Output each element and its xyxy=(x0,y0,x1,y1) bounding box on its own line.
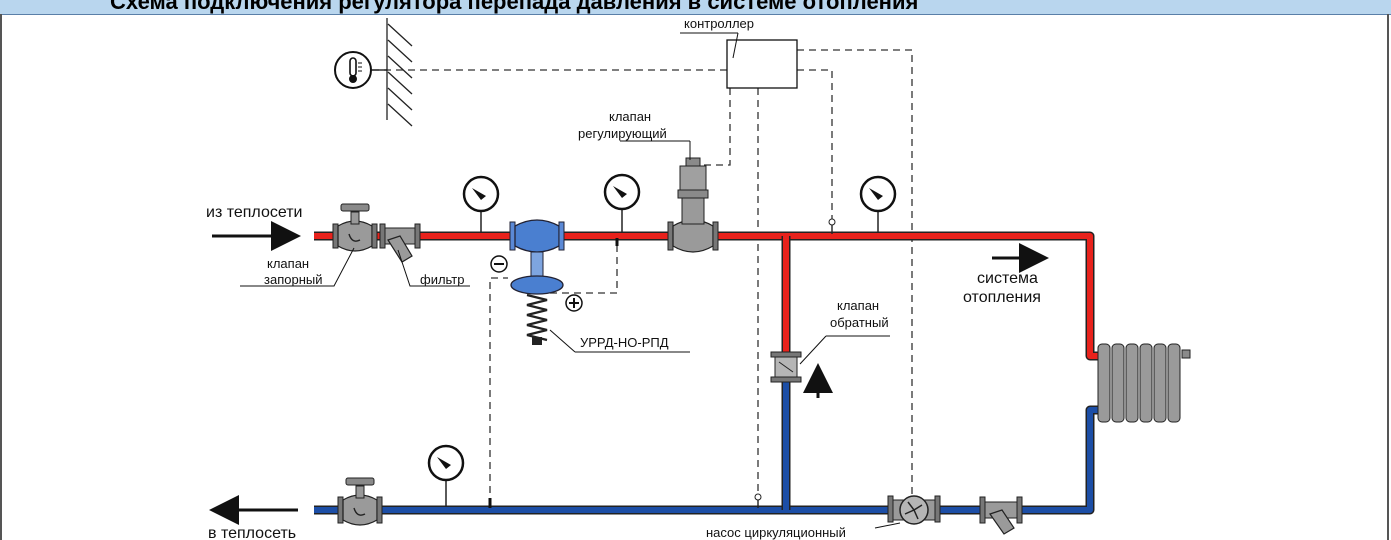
return-shutoff-valve xyxy=(337,477,383,526)
radiator xyxy=(1097,343,1191,423)
regulator-label: УРРД-НО-РПД xyxy=(580,335,669,350)
diagram-frame xyxy=(0,14,1389,540)
shutoff-valve-label: запорный xyxy=(264,272,322,287)
control-signal-lines xyxy=(372,49,913,512)
check-valve-label: клапан xyxy=(837,298,879,313)
pressure-gauge-icon xyxy=(603,173,641,232)
controller: контроллер xyxy=(680,16,798,89)
heating-system-label: система xyxy=(977,270,1038,287)
check-valve xyxy=(770,335,890,383)
temperature-sensor xyxy=(828,218,836,234)
from-network-label: из теплосети xyxy=(206,204,302,221)
supply-shutoff-valve xyxy=(332,203,378,252)
return-filter xyxy=(979,496,1023,535)
control-valve xyxy=(667,157,719,253)
to-network-label: в теплосеть xyxy=(208,525,296,540)
leader-lines xyxy=(240,247,470,287)
page-title: Схема подключения регулятора перепада да… xyxy=(110,0,919,14)
pressure-gauge-icon xyxy=(859,175,897,232)
return-pipes xyxy=(314,380,1098,515)
flow-arrows xyxy=(209,221,1049,525)
temperature-sensor xyxy=(754,493,762,508)
check-valve-label: обратный xyxy=(830,315,889,330)
shutoff-valve-label: клапан xyxy=(267,256,309,271)
control-valve-label: регулирующий xyxy=(578,126,667,141)
pressure-regulator xyxy=(490,219,690,353)
pressure-gauge-icon xyxy=(462,175,500,232)
pressure-gauge-icon xyxy=(427,444,465,506)
controller-label: контроллер xyxy=(684,16,754,31)
control-valve-label: клапан xyxy=(609,109,651,124)
circulation-pump xyxy=(874,495,941,529)
thermometer-icon xyxy=(334,51,387,89)
filter xyxy=(379,223,421,263)
title-bar: Схема подключения регулятора перепада да… xyxy=(0,0,1391,15)
filter-label: фильтр xyxy=(420,272,464,287)
outdoor-wall xyxy=(386,18,413,127)
heating-system-label: отопления xyxy=(963,289,1041,306)
circulation-pump-label: насос циркуляционный xyxy=(706,525,846,540)
impulse-tube-taps xyxy=(488,238,619,508)
